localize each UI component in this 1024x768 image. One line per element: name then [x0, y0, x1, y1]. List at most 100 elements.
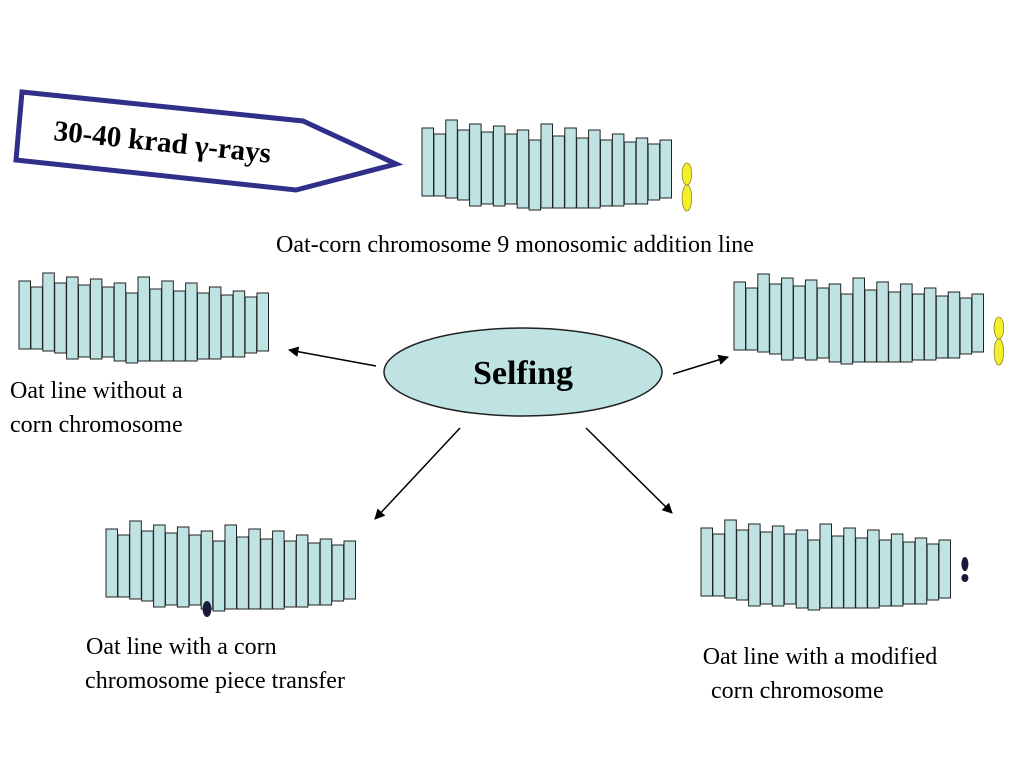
oat-chromosome — [828, 283, 842, 363]
oat-chromosome — [469, 123, 482, 207]
oat-chromosome — [588, 129, 601, 209]
oat-chromosome — [492, 125, 506, 207]
arrow-to-bottom-right — [585, 427, 673, 514]
oat-chromosome — [712, 533, 725, 597]
oat-chromosome — [757, 273, 770, 353]
oat-chromosome — [42, 272, 55, 352]
oat-chromosome — [733, 281, 746, 351]
oat-chromosome — [421, 127, 434, 197]
oat-chromosome — [220, 294, 234, 358]
oat-chromosome — [173, 290, 186, 362]
oat-chromosome — [745, 287, 758, 351]
oat-chromosome — [445, 119, 458, 199]
caption-top: Oat-corn chromosome 9 monosomic addition… — [276, 232, 754, 258]
caption-bottom-right: Oat line with a modified corn chromosome — [670, 640, 970, 708]
caption-left-line1: Oat line without a — [10, 378, 183, 404]
oat-chromosome — [938, 539, 951, 599]
oat-chromosome — [101, 286, 115, 358]
oat-chromosome — [236, 536, 249, 610]
oat-chromosome — [232, 290, 246, 358]
oat-chromosome — [635, 137, 649, 205]
oat-chromosome — [105, 528, 118, 598]
corn-chromosome — [993, 338, 1005, 366]
oat-chromosome — [540, 123, 553, 209]
oat-chromosome — [748, 523, 761, 607]
oat-chromosome — [256, 292, 269, 352]
oat-chromosome — [852, 277, 865, 363]
oat-chromosome — [876, 281, 889, 363]
oat-chromosome — [141, 530, 154, 602]
bottom-right-karyotype — [700, 519, 969, 611]
corn-chromosome — [681, 162, 693, 186]
oat-chromosome — [890, 533, 904, 607]
oat-chromosome — [807, 539, 821, 611]
oat-chromosome — [935, 295, 949, 359]
oat-chromosome — [113, 282, 127, 362]
oat-chromosome — [30, 286, 43, 350]
oat-chromosome — [125, 292, 139, 364]
oat-chromosome — [137, 276, 150, 362]
oat-chromosome — [185, 282, 198, 362]
oat-chromosome — [307, 542, 321, 606]
oat-chromosome — [260, 538, 273, 610]
oat-chromosome — [912, 293, 925, 361]
oat-chromosome — [89, 278, 103, 360]
oat-chromosome — [659, 139, 672, 199]
oat-chromosome — [867, 529, 880, 609]
caption-left-line2: corn chromosome — [10, 412, 183, 438]
oat-chromosome — [197, 292, 210, 360]
oat-chromosome — [783, 533, 797, 605]
oat-chromosome — [18, 280, 31, 350]
oat-chromosome — [504, 133, 518, 205]
oat-chromosome — [208, 286, 222, 360]
oat-chromosome — [855, 537, 868, 609]
oat-chromosome — [224, 524, 237, 610]
oat-chromosome — [795, 529, 809, 609]
oat-chromosome — [971, 293, 984, 353]
oat-chromosome — [161, 280, 174, 362]
oat-chromosome — [819, 523, 832, 609]
oat-chromosome — [248, 528, 261, 610]
modified-corn-chromosome — [961, 557, 969, 571]
oat-chromosome — [433, 133, 446, 197]
oat-chromosome — [947, 291, 961, 359]
oat-chromosome — [736, 529, 749, 601]
oat-chromosome — [552, 135, 565, 209]
oat-chromosome — [176, 526, 190, 608]
corn-chromosome-piece — [202, 601, 212, 617]
caption-left: Oat line without a corn chromosome — [10, 374, 183, 442]
oat-chromosome — [864, 289, 877, 363]
oat-chromosome — [66, 276, 79, 360]
left-karyotype — [18, 272, 269, 364]
oat-chromosome — [331, 544, 345, 602]
arrow-to-left — [287, 346, 377, 367]
caption-bottom-right-line2: corn chromosome — [711, 678, 884, 704]
gamma-ray-arrow-shape — [13, 89, 404, 193]
top-karyotype — [421, 119, 693, 212]
oat-chromosome — [840, 293, 854, 365]
oat-chromosome — [319, 538, 333, 606]
selfing-label: Selfing — [473, 355, 573, 392]
oat-chromosome — [771, 525, 785, 607]
oat-chromosome — [900, 283, 913, 363]
oat-chromosome — [284, 540, 297, 608]
oat-chromosome — [926, 543, 940, 601]
oat-chromosome — [647, 143, 661, 201]
oat-chromosome — [781, 277, 794, 361]
oat-chromosome — [816, 287, 830, 359]
oat-chromosome — [600, 139, 613, 207]
oat-chromosome — [129, 520, 142, 600]
oat-chromosome — [54, 282, 67, 354]
oat-chromosome — [78, 284, 91, 358]
oat-chromosome — [902, 541, 916, 605]
oat-chromosome — [888, 291, 901, 363]
oat-chromosome — [724, 519, 737, 599]
oat-chromosome — [623, 141, 637, 205]
oat-chromosome — [457, 129, 470, 201]
oat-chromosome — [343, 540, 356, 600]
oat-chromosome — [831, 535, 844, 609]
oat-chromosome — [244, 296, 258, 354]
oat-chromosome — [200, 530, 214, 610]
oat-chromosome — [769, 283, 782, 355]
